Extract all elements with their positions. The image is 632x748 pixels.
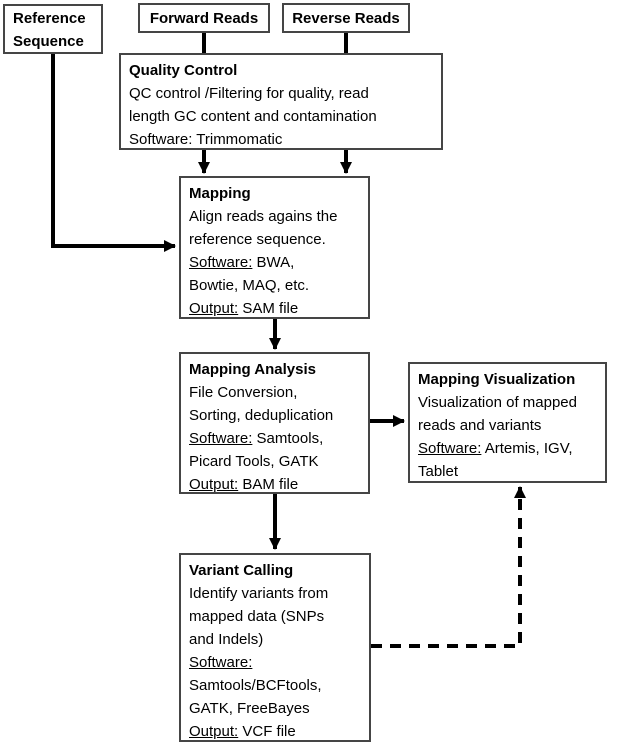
text-line: QC control /Filtering for quality, read bbox=[129, 85, 369, 102]
text-line: Software: Trimmomatic bbox=[129, 131, 283, 148]
text-line: Visualization of mapped bbox=[418, 394, 577, 411]
text-line: Software: BWA, bbox=[189, 254, 295, 271]
text-line: Picard Tools, GATK bbox=[189, 453, 319, 470]
text-line: File Conversion, bbox=[189, 384, 298, 401]
software-label: Software: bbox=[189, 430, 253, 447]
text-line: Identify variants from bbox=[189, 585, 329, 602]
text-line: Tablet bbox=[418, 463, 459, 480]
node-reference-sequence-label: Reference Sequence bbox=[13, 10, 86, 50]
output-label: Output: bbox=[189, 300, 239, 317]
output-label: Output: bbox=[189, 723, 239, 740]
text-line: mapped data (SNPs bbox=[189, 608, 325, 625]
text-line: Software: Samtools, bbox=[189, 430, 324, 447]
text-line: Software: bbox=[189, 651, 363, 674]
text-line: reads and variants bbox=[418, 417, 542, 434]
node-variant-calling: Variant Calling Identify variants from m… bbox=[179, 553, 371, 742]
node-mapping: Mapping Align reads agains the reference… bbox=[179, 176, 370, 319]
software-label: Software: bbox=[189, 654, 253, 671]
text-line: Software: Artemis, IGV, bbox=[418, 440, 573, 457]
node-forward-reads: Forward Reads bbox=[138, 3, 270, 33]
output-label: Output: bbox=[189, 476, 239, 493]
text-line: Sorting, deduplication bbox=[189, 407, 334, 424]
text-line: Output: SAM file bbox=[189, 300, 299, 317]
text-line: Output: VCF file bbox=[189, 723, 296, 740]
node-mapping-analysis-title: Mapping Analysis bbox=[189, 361, 316, 378]
text-line: and Indels) bbox=[189, 631, 264, 648]
node-quality-control-title: Quality Control bbox=[129, 62, 238, 79]
software-label: Software: bbox=[189, 254, 253, 271]
node-variant-calling-title: Variant Calling bbox=[189, 562, 294, 579]
text-line: Output: BAM file bbox=[189, 476, 299, 493]
connector-reference-to-mapping bbox=[51, 53, 176, 252]
text-line: Samtools/BCFtools, bbox=[189, 677, 322, 694]
text-line: length GC content and contamination bbox=[129, 108, 377, 125]
text-line: reference sequence. bbox=[189, 231, 326, 248]
node-reverse-reads-label: Reverse Reads bbox=[292, 9, 400, 27]
text-line: Bowtie, MAQ, etc. bbox=[189, 277, 310, 294]
connector-variant-calling-to-visualization-dashed bbox=[371, 486, 526, 648]
node-mapping-analysis: Mapping Analysis File Conversion, Sortin… bbox=[179, 352, 370, 494]
node-mapping-visualization: Mapping Visualization Visualization of m… bbox=[408, 362, 607, 483]
node-quality-control: Quality Control QC control /Filtering fo… bbox=[119, 53, 443, 150]
node-mapping-title: Mapping bbox=[189, 185, 251, 202]
node-forward-reads-label: Forward Reads bbox=[149, 9, 259, 27]
software-label: Software: bbox=[418, 440, 482, 457]
node-reference-sequence: Reference Sequence bbox=[3, 4, 103, 54]
text-line: GATK, FreeBayes bbox=[189, 700, 310, 717]
node-reverse-reads: Reverse Reads bbox=[282, 3, 410, 33]
text-line: Align reads agains the bbox=[189, 208, 338, 225]
node-mapping-visualization-title: Mapping Visualization bbox=[418, 371, 576, 388]
